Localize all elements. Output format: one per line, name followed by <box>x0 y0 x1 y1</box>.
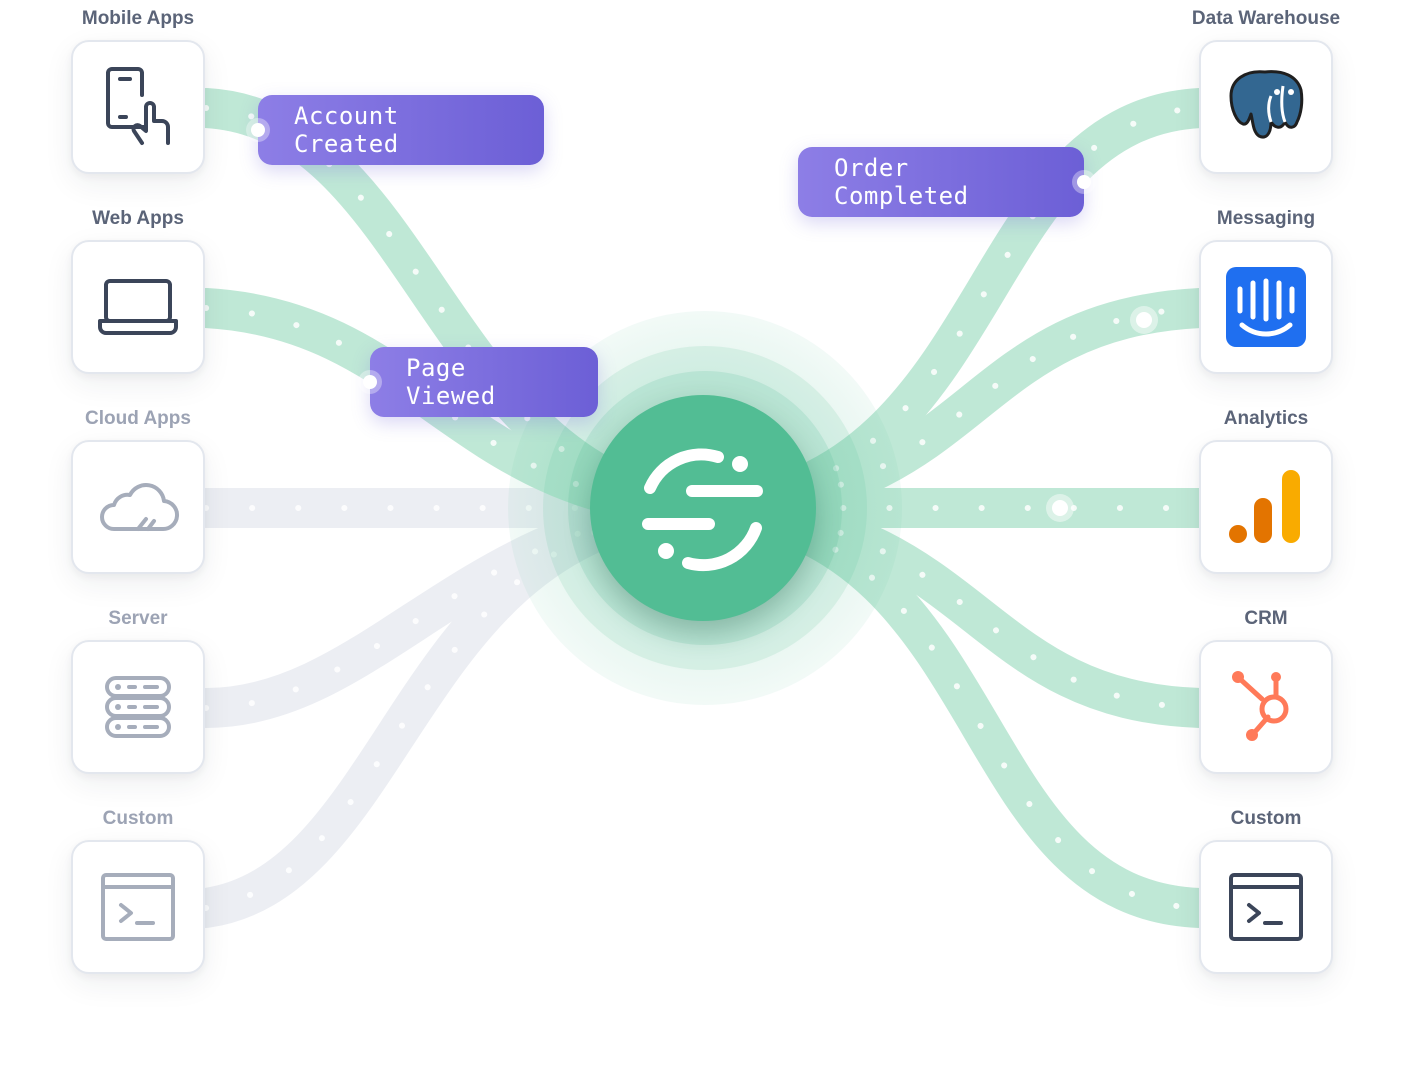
destination-data-warehouse[interactable]: Data Warehouse <box>1163 8 1369 174</box>
destination-card[interactable] <box>1199 640 1333 774</box>
event-order-completed: Order Completed <box>798 147 1091 217</box>
destination-card[interactable] <box>1199 440 1333 574</box>
source-card[interactable] <box>71 840 205 974</box>
source-label: Custom <box>102 808 174 829</box>
destination-card[interactable] <box>1199 40 1333 174</box>
event-account-created: Account Created <box>251 95 544 165</box>
event-connector-dot <box>363 375 377 389</box>
mobile-tap-icon <box>106 67 170 145</box>
segment-logo-icon <box>642 448 763 572</box>
destination-card[interactable] <box>1199 240 1333 374</box>
source-label: Mobile Apps <box>81 8 195 29</box>
source-card[interactable] <box>71 40 205 174</box>
source-custom[interactable]: Custom <box>35 808 241 974</box>
source-card[interactable] <box>71 640 205 774</box>
event-label: Page Viewed <box>406 354 496 410</box>
flow-spark <box>1136 312 1152 328</box>
destination-label: Analytics <box>1223 408 1309 429</box>
destination-analytics[interactable]: Analytics <box>1163 408 1369 574</box>
terminal-icon <box>1229 873 1303 941</box>
source-server[interactable]: Server <box>35 608 241 774</box>
source-card[interactable] <box>71 440 205 574</box>
source-label: Server <box>108 608 168 629</box>
destination-label: Data Warehouse <box>1191 8 1341 29</box>
destination-card[interactable] <box>1199 840 1333 974</box>
laptop-icon <box>98 279 178 335</box>
destination-custom[interactable]: Custom <box>1163 808 1369 974</box>
destination-label: Custom <box>1230 808 1302 829</box>
source-label: Web Apps <box>92 208 184 229</box>
terminal-icon <box>101 873 175 941</box>
segment-hub <box>590 395 816 621</box>
event-connector-dot <box>251 123 265 137</box>
event-label: Account Created <box>294 102 399 158</box>
destination-label: Messaging <box>1216 208 1316 229</box>
source-label: Cloud Apps <box>85 408 191 429</box>
source-card[interactable] <box>71 240 205 374</box>
intercom-icon <box>1226 267 1306 347</box>
source-web-apps[interactable]: Web Apps <box>35 208 241 374</box>
event-page-viewed: Page Viewed <box>363 347 598 417</box>
event-connector-dot <box>1077 175 1091 189</box>
destination-messaging[interactable]: Messaging <box>1163 208 1369 374</box>
flow-spark <box>1052 500 1068 516</box>
postgresql-icon <box>1229 70 1304 139</box>
event-label: Order Completed <box>834 154 969 210</box>
server-icon <box>105 676 171 738</box>
hubspot-icon <box>1232 671 1289 741</box>
cloud-icon <box>100 483 180 532</box>
destination-label: CRM <box>1244 608 1288 629</box>
flow-custom-destination <box>685 488 1220 928</box>
google-analytics-icon <box>1229 470 1300 543</box>
source-cloud-apps[interactable]: Cloud Apps <box>35 408 241 574</box>
source-mobile-apps[interactable]: Mobile Apps <box>35 8 241 174</box>
destination-crm[interactable]: CRM <box>1163 608 1369 774</box>
